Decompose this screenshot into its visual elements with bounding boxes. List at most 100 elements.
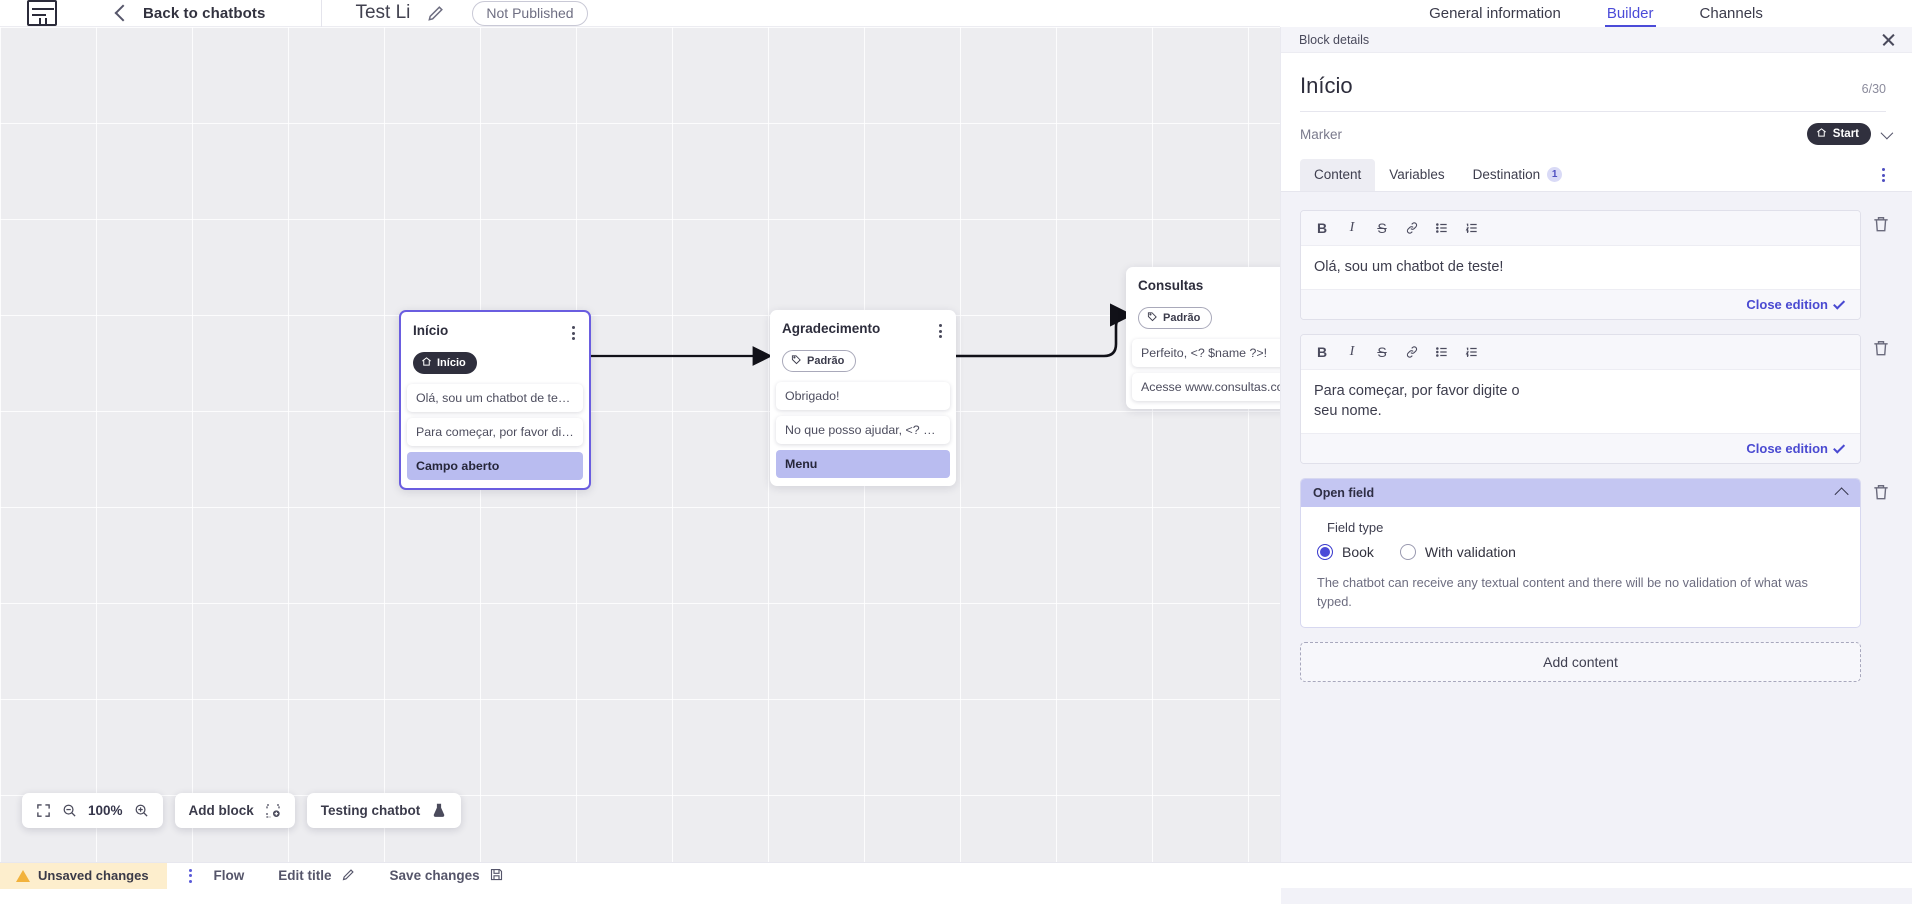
node-header: Agradecimento bbox=[770, 310, 956, 341]
close-icon[interactable] bbox=[1881, 32, 1896, 47]
tab-general-information[interactable]: General information bbox=[1427, 0, 1563, 27]
save-changes-label: Save changes bbox=[390, 868, 480, 883]
open-field-description: The chatbot can receive any textual cont… bbox=[1317, 573, 1844, 611]
bold-icon[interactable]: B bbox=[1309, 340, 1335, 364]
tab-destination[interactable]: Destination 1 bbox=[1459, 159, 1577, 191]
rich-text-editor[interactable]: B I S bbox=[1300, 334, 1861, 464]
app-logo[interactable] bbox=[27, 0, 57, 26]
edit-title-button[interactable]: Edit title bbox=[278, 867, 355, 885]
unsaved-changes-label: Unsaved changes bbox=[38, 868, 149, 883]
save-disk-icon bbox=[489, 867, 504, 885]
marker-start-badge[interactable]: Start bbox=[1807, 123, 1871, 145]
node-badge-padrao: Padrão bbox=[1138, 307, 1212, 329]
zoom-out-icon[interactable] bbox=[62, 803, 77, 818]
bullet-list-icon[interactable] bbox=[1429, 340, 1455, 364]
radio-option-book[interactable]: Book bbox=[1317, 544, 1374, 560]
pencil-icon[interactable] bbox=[426, 3, 446, 23]
bold-icon[interactable]: B bbox=[1309, 216, 1335, 240]
strikethrough-icon[interactable]: S bbox=[1369, 216, 1395, 240]
zoom-level: 100% bbox=[88, 803, 123, 818]
zoom-in-icon[interactable] bbox=[134, 803, 149, 818]
radio-with-validation-label: With validation bbox=[1425, 544, 1516, 560]
trash-icon[interactable] bbox=[1871, 482, 1893, 504]
node-kebab-menu[interactable] bbox=[570, 323, 577, 343]
node-kebab-menu[interactable] bbox=[937, 321, 944, 341]
add-block-icon bbox=[265, 803, 281, 819]
node-row[interactable]: Campo aberto bbox=[407, 452, 583, 480]
tab-content[interactable]: Content bbox=[1300, 159, 1375, 191]
top-bar: Back to chatbots Test Li Not Published G… bbox=[0, 0, 1912, 27]
link-icon[interactable] bbox=[1399, 340, 1425, 364]
unsaved-changes-indicator: Unsaved changes bbox=[0, 863, 167, 889]
pencil-icon bbox=[341, 867, 356, 885]
radio-book-label: Book bbox=[1342, 544, 1374, 560]
tab-builder[interactable]: Builder bbox=[1605, 0, 1656, 27]
node-badge-label: Padrão bbox=[807, 355, 844, 367]
testing-chatbot-button[interactable]: Testing chatbot bbox=[307, 793, 462, 828]
edit-title-label: Edit title bbox=[278, 868, 331, 883]
flask-icon bbox=[431, 802, 447, 819]
strikethrough-icon[interactable]: S bbox=[1369, 340, 1395, 364]
radio-option-with-validation[interactable]: With validation bbox=[1400, 544, 1516, 560]
node-row[interactable]: Para começar, por favor digite o ... bbox=[407, 418, 583, 446]
rich-text-editor[interactable]: B I S bbox=[1300, 210, 1861, 320]
chevron-down-icon[interactable] bbox=[1881, 126, 1894, 139]
flow-node-inicio[interactable]: Início Início Olá, sou um chatbot de tes… bbox=[399, 310, 591, 490]
italic-icon[interactable]: I bbox=[1339, 216, 1365, 240]
fit-screen-icon[interactable] bbox=[36, 803, 51, 818]
tab-channels[interactable]: Channels bbox=[1698, 0, 1765, 27]
node-rows: Olá, sou um chatbot de teste! Para começ… bbox=[401, 384, 589, 480]
editor-footer: Close edition bbox=[1301, 289, 1860, 319]
node-row[interactable]: Menu bbox=[776, 450, 950, 478]
panel-header: Block details bbox=[1281, 27, 1912, 53]
panel-content-body[interactable]: B I S bbox=[1281, 192, 1912, 904]
add-content-button[interactable]: Add content bbox=[1300, 642, 1861, 682]
flow-node-agradecimento[interactable]: Agradecimento Padrão Obrigado! No que po… bbox=[770, 310, 956, 486]
radio-with-validation-indicator bbox=[1400, 544, 1416, 560]
marker-select[interactable]: Start bbox=[1807, 123, 1890, 145]
trash-icon[interactable] bbox=[1871, 214, 1893, 236]
close-edition-button[interactable]: Close edition bbox=[1746, 441, 1846, 456]
flow-button[interactable]: Flow bbox=[214, 868, 245, 883]
check-icon bbox=[1833, 441, 1845, 453]
kebab-menu-icon[interactable] bbox=[189, 869, 192, 883]
panel-header-label: Block details bbox=[1299, 33, 1369, 47]
testing-chatbot-label: Testing chatbot bbox=[321, 803, 421, 818]
node-row[interactable]: Obrigado! bbox=[776, 382, 950, 410]
close-edition-button[interactable]: Close edition bbox=[1746, 297, 1846, 312]
chevron-up-icon[interactable] bbox=[1835, 487, 1849, 501]
home-icon bbox=[1816, 127, 1827, 141]
numbered-list-icon[interactable] bbox=[1459, 340, 1485, 364]
trash-icon[interactable] bbox=[1871, 338, 1893, 360]
open-field-card: Open field Field type Book With validati bbox=[1300, 478, 1861, 628]
back-chevron-icon[interactable] bbox=[115, 5, 132, 22]
add-block-button[interactable]: Add block bbox=[175, 793, 295, 828]
chatbot-title: Test Li bbox=[355, 2, 410, 24]
content-block: B I S bbox=[1300, 334, 1893, 464]
block-details-panel: Block details Início 6/30 Marker Start C… bbox=[1280, 27, 1912, 888]
panel-kebab-menu[interactable] bbox=[1874, 162, 1893, 188]
editor-text-1[interactable]: Olá, sou um chatbot de teste! bbox=[1301, 246, 1860, 289]
node-badge-inicio: Início bbox=[413, 352, 477, 374]
tag-icon bbox=[791, 354, 802, 368]
node-rows: Obrigado! No que posso ajudar, <? $name … bbox=[770, 382, 956, 478]
node-row[interactable]: Olá, sou um chatbot de teste! bbox=[407, 384, 583, 412]
numbered-list-icon[interactable] bbox=[1459, 216, 1485, 240]
tag-icon bbox=[1147, 311, 1158, 325]
field-type-label: Field type bbox=[1327, 520, 1844, 535]
warning-triangle-icon bbox=[16, 870, 30, 882]
editor-text-2[interactable]: Para começar, por favor digite o seu nom… bbox=[1301, 370, 1551, 433]
panel-title-row: Início 6/30 bbox=[1281, 53, 1912, 99]
node-row[interactable]: No que posso ajudar, <? $name ... bbox=[776, 416, 950, 444]
back-to-chatbots-link[interactable]: Back to chatbots bbox=[143, 5, 265, 22]
open-field-header[interactable]: Open field bbox=[1301, 479, 1860, 507]
tab-variables[interactable]: Variables bbox=[1375, 159, 1458, 191]
open-field-block: Open field Field type Book With validati bbox=[1300, 478, 1893, 628]
link-icon[interactable] bbox=[1399, 216, 1425, 240]
bullet-list-icon[interactable] bbox=[1429, 216, 1455, 240]
char-counter: 6/30 bbox=[1862, 82, 1886, 96]
save-changes-button[interactable]: Save changes bbox=[390, 867, 504, 885]
home-icon bbox=[421, 356, 432, 370]
canvas-toolbar: 100% Add block Testing chatbot bbox=[22, 793, 461, 828]
italic-icon[interactable]: I bbox=[1339, 340, 1365, 364]
